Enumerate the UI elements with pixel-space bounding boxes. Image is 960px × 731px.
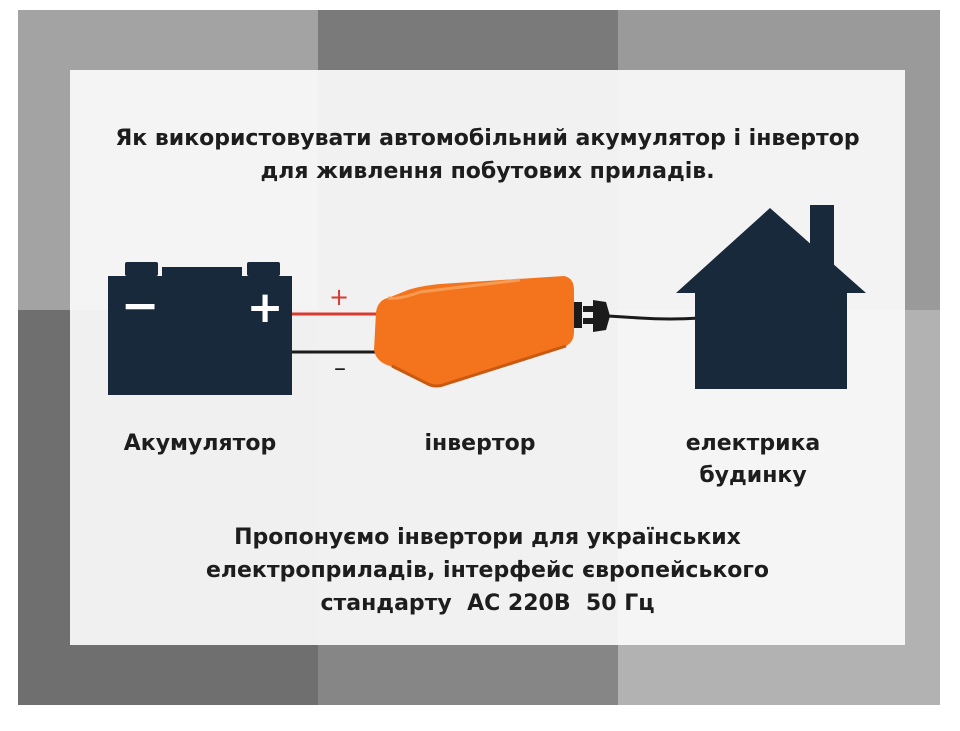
footer-text: Пропонуємо інвертори для українських еле… (70, 521, 905, 620)
inverter-label: інвертор (424, 431, 536, 456)
title-line: Як використовувати автомобільний акумуля… (115, 126, 860, 151)
battery-minus-sign: − (121, 278, 160, 332)
plug-icon (574, 300, 610, 332)
footer-line: електроприладів, інтерфейс європейського (205, 558, 770, 583)
footer-line: Пропонуємо інвертори для українських (234, 525, 741, 550)
title-line: для живлення побутових приладів. (260, 159, 715, 184)
house-label-line: електрика (685, 431, 821, 456)
battery-label: Акумулятор (123, 431, 277, 456)
house-label: електрика будинку (668, 428, 838, 492)
diagram-title: Як використовувати автомобільний акумуля… (70, 122, 905, 188)
battery-icon: − + (108, 262, 292, 395)
positive-wire-sign: + (329, 283, 349, 311)
negative-wire-sign: – (334, 354, 346, 382)
battery-plus-sign: + (247, 282, 284, 333)
power-cord (607, 314, 701, 321)
house-label-line: будинку (699, 463, 807, 488)
inverter-icon (374, 276, 574, 388)
footer-line: стандарту AC 220B 50 Гц (320, 591, 655, 616)
house-icon (676, 205, 866, 389)
